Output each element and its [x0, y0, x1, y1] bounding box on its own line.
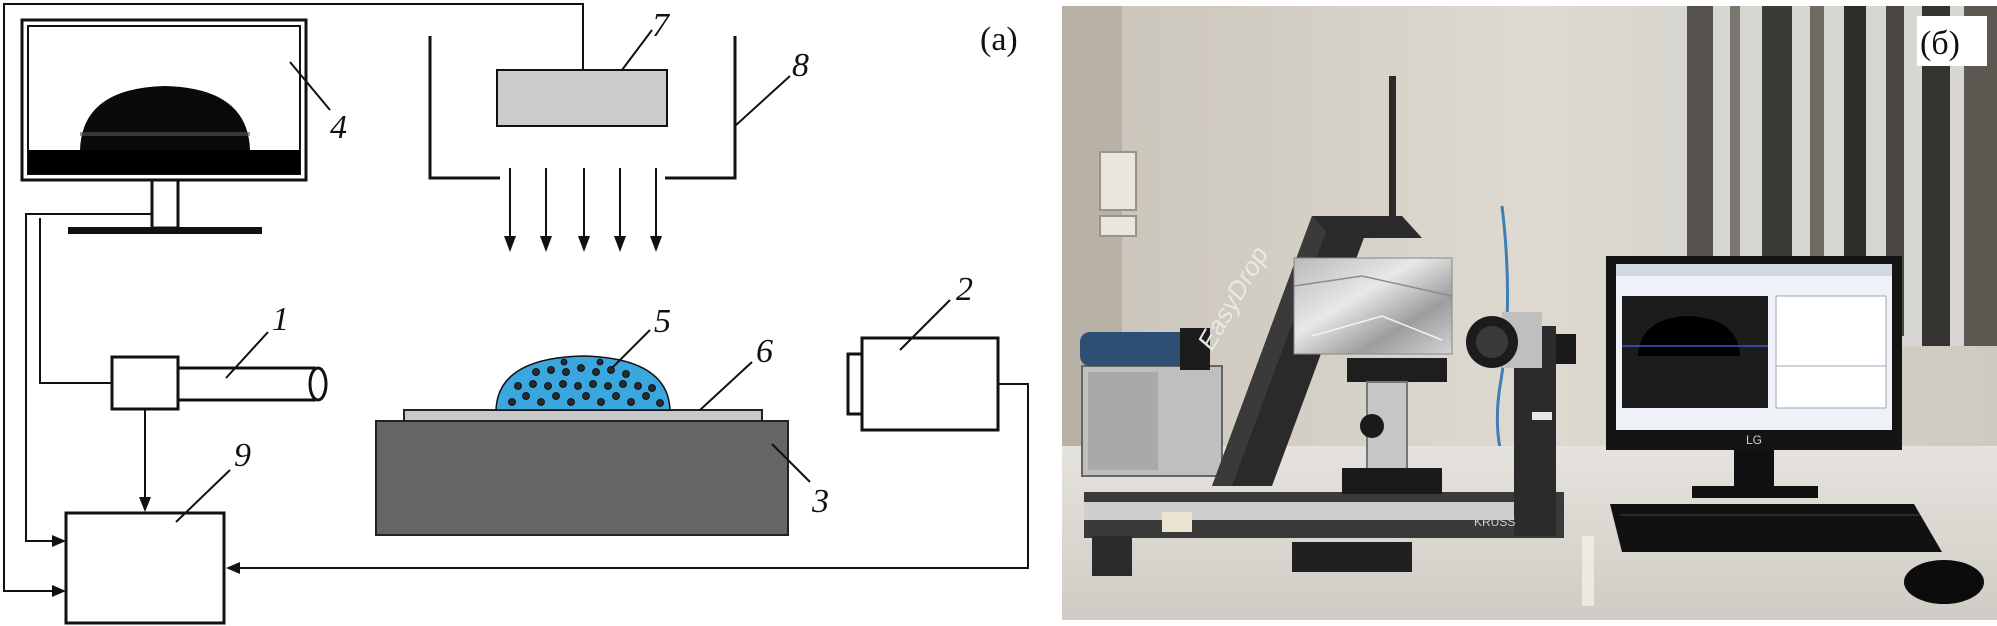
drop-particles: [508, 358, 664, 407]
photograph-panel-b: EasyDrop KRÜSS LG: [1062, 6, 1997, 620]
callout-2: 2: [956, 271, 973, 308]
drop: [495, 355, 671, 411]
lg-monitor: LG: [1606, 256, 1902, 498]
panel-b-label: (б): [1920, 25, 1960, 62]
panel-a-label: (а): [980, 21, 1018, 58]
monitor: [20, 18, 308, 234]
callout-3: 3: [811, 483, 829, 520]
illumination-unit: [428, 36, 737, 252]
wiring: [3, 3, 1029, 597]
callout-8: 8: [792, 47, 809, 84]
kruss-brand: KRÜSS: [1474, 515, 1515, 529]
sample-stage: [375, 355, 789, 536]
camera: [110, 355, 328, 411]
callout-4: 4: [330, 109, 347, 146]
callout-7: 7: [652, 7, 671, 44]
light-source: [496, 69, 668, 127]
substrate: [403, 409, 763, 422]
monitor-substrate-shadow: [28, 150, 300, 174]
keyboard-mouse: [1610, 504, 1984, 604]
light-arrows: [504, 168, 662, 252]
computer: [64, 511, 226, 625]
stage-block: [375, 420, 789, 536]
light-source-2: [846, 336, 1000, 432]
callout-1: 1: [272, 301, 289, 338]
lg-brand: LG: [1746, 433, 1762, 447]
foil-box: [1293, 257, 1453, 355]
callout-6: 6: [756, 333, 773, 370]
callout-9: 9: [234, 437, 251, 474]
callout-5: 5: [654, 303, 671, 340]
schematic-panel-a: 4 7 8 (а) 1: [3, 3, 1029, 625]
